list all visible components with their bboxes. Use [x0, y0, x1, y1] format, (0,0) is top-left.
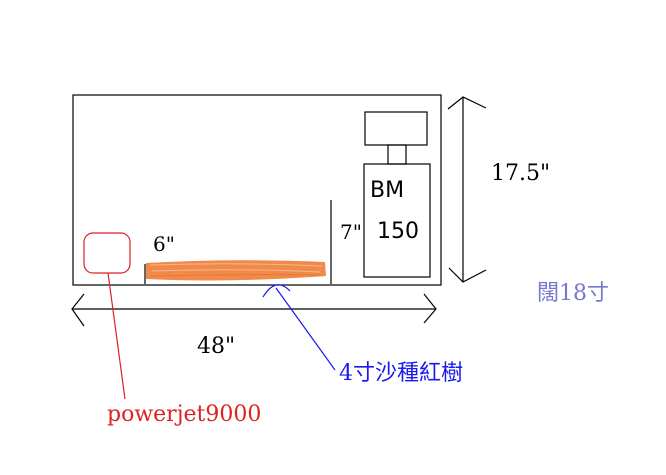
- depth-label: 闊18寸: [537, 281, 609, 306]
- right-wall-label: 7": [340, 220, 362, 244]
- sand-bed: [146, 260, 326, 281]
- height-label: 17.5": [491, 161, 550, 186]
- sand-pointer-arc: [262, 284, 291, 298]
- height-arrow: [447, 96, 487, 283]
- width-arrow: [71, 293, 437, 327]
- sand-pointer: [275, 287, 336, 371]
- width-label: 48": [197, 334, 235, 359]
- sand-label: 4寸沙種紅樹: [339, 361, 463, 386]
- pump-label: powerjet9000: [107, 402, 261, 427]
- pump-box: [83, 232, 131, 274]
- filter-label-line2: 150: [377, 219, 419, 244]
- left-wall-label: 6": [153, 232, 175, 256]
- tank-outline: [72, 94, 442, 286]
- filter-body: [363, 163, 431, 278]
- filter-label-line1: BM: [370, 178, 404, 203]
- filter-neck: [387, 144, 407, 165]
- pump-pointer: [107, 272, 126, 400]
- filter-head: [364, 111, 428, 146]
